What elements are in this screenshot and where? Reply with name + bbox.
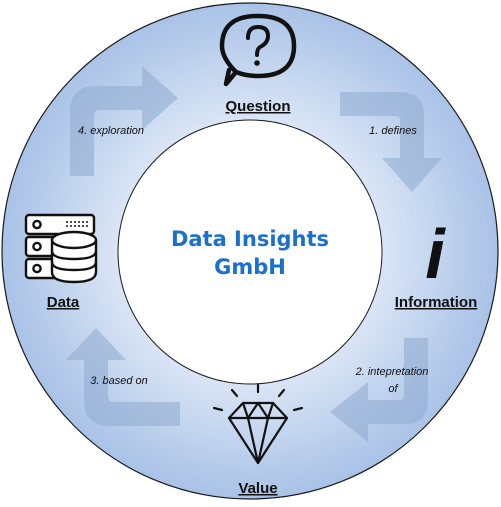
edge-label-interpretation-line2: of — [388, 383, 398, 395]
edge-label-based-on: 3. based on — [90, 375, 148, 387]
center-title-line1: Data Insights — [171, 227, 329, 251]
inner-hole — [117, 119, 383, 385]
center-title-line2: GmbH — [214, 255, 286, 279]
arrow-information-to-value — [330, 338, 428, 442]
node-label-question: Question — [225, 98, 290, 115]
edge-label-interpretation-line1: 2. intepretation — [355, 366, 429, 378]
arrow-question-to-information — [340, 92, 442, 192]
database-server-icon — [24, 213, 98, 284]
node-label-information: Information — [395, 294, 478, 311]
question-speech-bubble-icon — [219, 13, 297, 87]
node-label-data: Data — [47, 294, 80, 311]
arrow-value-to-data — [66, 328, 180, 426]
svg-text:i: i — [425, 215, 446, 293]
node-label-value: Value — [238, 480, 277, 497]
arrow-data-to-question — [70, 66, 178, 176]
edge-label-defines: 1. defines — [369, 125, 417, 137]
cycle-arrows — [66, 66, 442, 442]
edge-label-exploration: 4. exploration — [78, 125, 144, 137]
info-i-icon: i — [425, 215, 446, 293]
diamond-icon — [212, 383, 304, 465]
